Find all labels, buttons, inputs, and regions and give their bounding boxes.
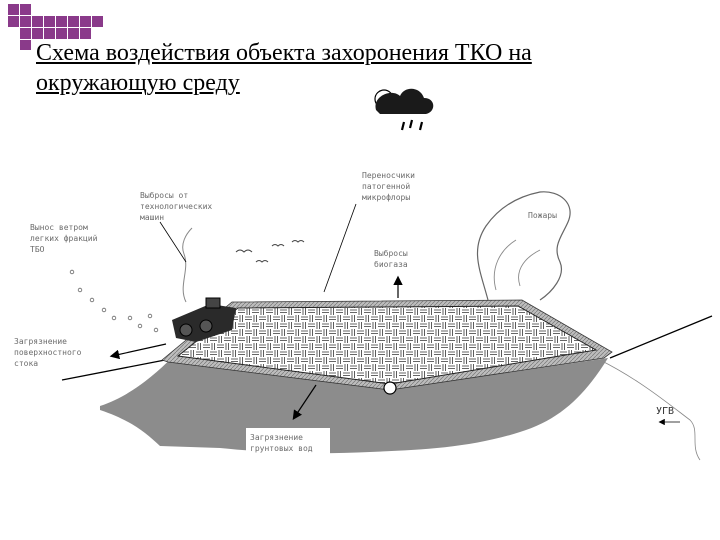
corner-decoration bbox=[8, 4, 103, 50]
surface-runoff-arrow bbox=[109, 343, 167, 360]
biogas-label: Выбросы биогаза bbox=[374, 248, 413, 269]
wind-label: Вынос ветром легких фракций ТБО bbox=[30, 223, 102, 254]
landfill-impact-diagram: Вынос ветром легких фракций ТБО Выбросы … bbox=[14, 88, 713, 461]
tech-emissions-label: Выбросы от технологических машин bbox=[140, 190, 217, 222]
surface-runoff-label: Загрязнение поверхностного стока bbox=[14, 337, 86, 368]
fires-label: Пожары bbox=[528, 211, 557, 220]
ground-surface-line bbox=[61, 315, 713, 381]
smoke-plume-icon bbox=[476, 191, 571, 301]
vectors-pointer bbox=[323, 203, 357, 293]
groundwater-label-box bbox=[246, 428, 330, 456]
page-title: Схема воздействия объекта захоронения ТК… bbox=[36, 40, 532, 96]
smoke-detail bbox=[493, 239, 541, 291]
bulldozer-icon bbox=[172, 297, 236, 342]
drainage-well bbox=[383, 381, 397, 395]
rain-cloud-icon bbox=[374, 88, 434, 131]
groundwater-arrow bbox=[292, 384, 317, 420]
groundwater-zone bbox=[100, 358, 608, 454]
vectors-label: Переносчики патогенной микрофлоры bbox=[362, 171, 420, 202]
wind-debris-icon bbox=[69, 269, 159, 333]
groundwater-label: Загрязнение грунтовых вод bbox=[250, 433, 313, 453]
birds-icon bbox=[235, 240, 305, 263]
tech-pointer bbox=[159, 221, 187, 263]
water-table-label: УГВ bbox=[656, 406, 674, 417]
exhaust-plume bbox=[182, 227, 193, 303]
